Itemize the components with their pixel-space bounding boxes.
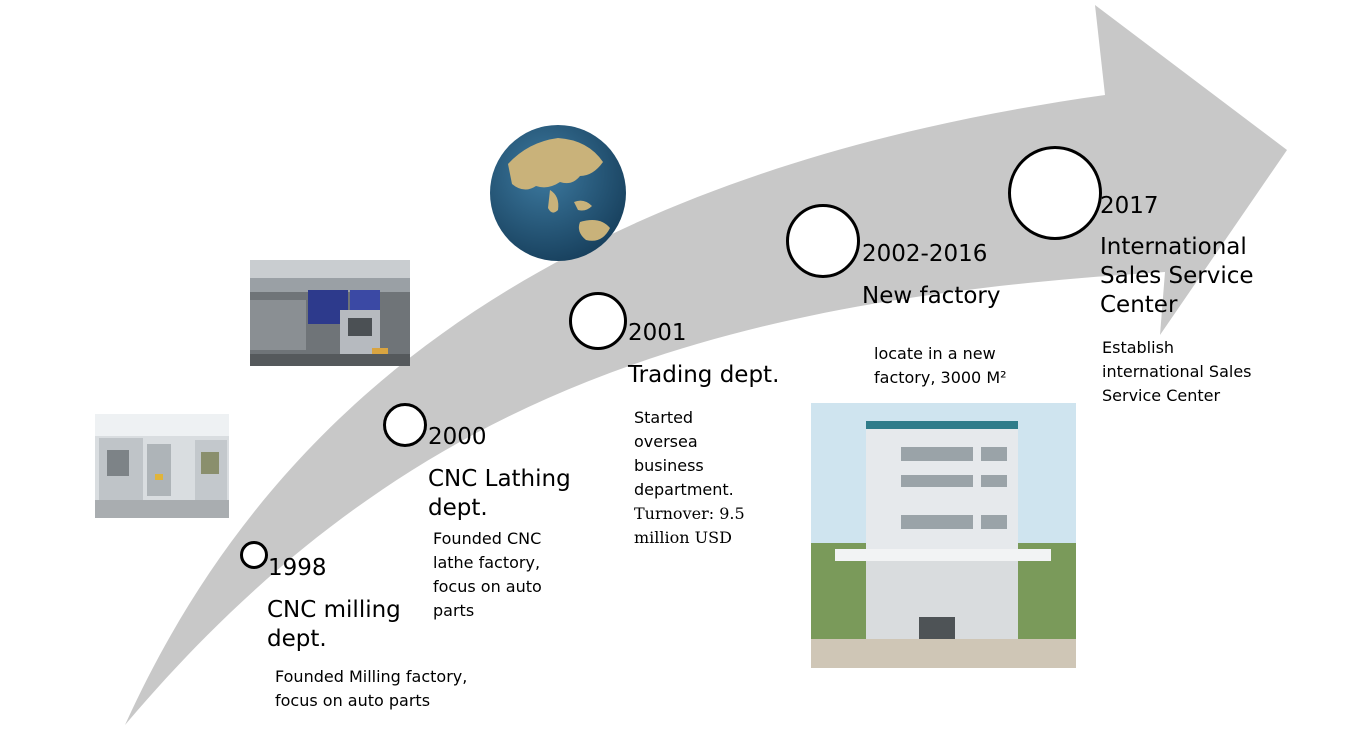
milestone-2000-title: CNC Lathing dept. (428, 465, 571, 523)
desc-line: parts (433, 601, 475, 620)
title-line: Center (1100, 292, 1178, 318)
milestone-1998-marker (240, 541, 268, 569)
milestone-2000-marker (383, 403, 427, 447)
globe-icon (488, 124, 628, 262)
milestone-2001-description: Started oversea business department. (634, 406, 734, 502)
lathe-workshop-photo (250, 260, 410, 366)
title-line: CNC Lathing (428, 466, 571, 492)
milestone-2017-year: 2017 (1100, 193, 1159, 219)
milestone-2001-turnover: Turnover: 9.5 million USD (634, 502, 745, 550)
milestone-2002-description: locate in a new factory, 3000 M² (874, 342, 1007, 390)
milestone-2017-description: Establish international Sales Service Ce… (1102, 336, 1252, 408)
milestone-2001-marker (569, 292, 627, 350)
desc-line: department. (634, 480, 734, 499)
milestone-2001-title: Trading dept. (628, 361, 779, 390)
title-line: Sales Service (1100, 263, 1254, 289)
desc-line: international Sales (1102, 362, 1252, 381)
milestone-1998-year: 1998 (268, 555, 327, 581)
title-line: International (1100, 234, 1247, 260)
desc-line: Founded Milling factory, (275, 667, 468, 686)
title-line: CNC milling (267, 597, 401, 623)
milestone-2000-year: 2000 (428, 424, 487, 450)
title-line: dept. (428, 495, 488, 521)
milestone-1998-title: CNC milling dept. (267, 596, 401, 654)
milling-workshop-photo (95, 414, 229, 518)
milestone-2002-year: 2002-2016 (862, 241, 988, 267)
turnover-line: million USD (634, 528, 732, 547)
desc-line: Service Center (1102, 386, 1221, 405)
milestone-2017-marker (1008, 146, 1102, 240)
desc-line: Founded CNC (433, 529, 542, 548)
desc-line: Started (634, 408, 694, 427)
desc-line: focus on auto parts (275, 691, 431, 710)
milestone-2017-title: International Sales Service Center (1100, 233, 1254, 320)
desc-line: business (634, 456, 704, 475)
milestone-1998-description: Founded Milling factory, focus on auto p… (275, 665, 467, 713)
milestone-2002-title: New factory (862, 282, 1000, 311)
milestone-2000-description: Founded CNC lathe factory, focus on auto… (433, 527, 542, 623)
desc-line: lathe factory, (433, 553, 541, 572)
factory-building-photo (811, 403, 1076, 668)
milestone-2001-year: 2001 (628, 320, 687, 346)
title-line: Trading dept. (628, 362, 780, 388)
title-line: New factory (862, 283, 1001, 309)
desc-line: Establish (1102, 338, 1175, 357)
turnover-line: Turnover: 9.5 (634, 504, 745, 523)
desc-line: factory, 3000 M² (874, 368, 1007, 387)
desc-line: oversea (634, 432, 698, 451)
desc-line: locate in a new (874, 344, 996, 363)
milestone-2002-marker (786, 204, 860, 278)
desc-line: focus on auto (433, 577, 542, 596)
title-line: dept. (267, 626, 327, 652)
